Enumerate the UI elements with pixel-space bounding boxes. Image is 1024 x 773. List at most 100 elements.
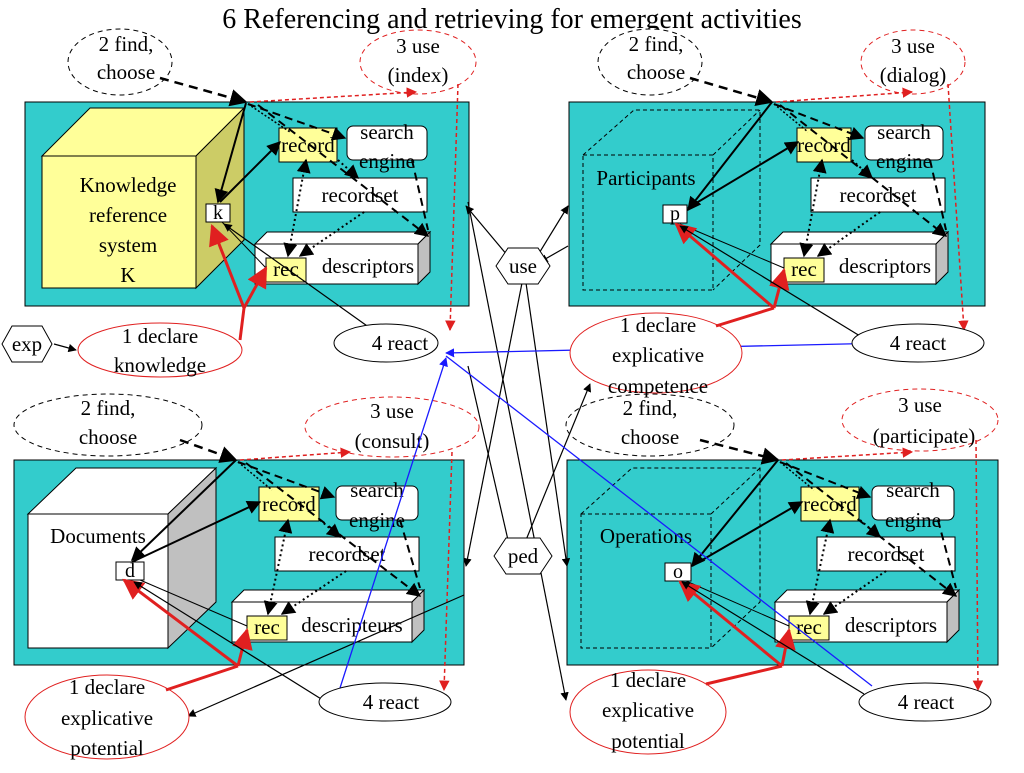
documents-rec-box[interactable]	[246, 615, 288, 641]
knowledge-declare-line-1: 1 declare	[122, 324, 198, 348]
panel-knowledge: Knowledge reference system K k record se…	[24, 101, 470, 309]
knowledge-descriptors-label: descriptors	[322, 254, 414, 278]
knowledge-cube-label-line-2: reference	[89, 203, 167, 227]
operations-use-participate[interactable]: 3 use (participate)	[841, 388, 999, 452]
operations-search-engine-box[interactable]	[871, 485, 955, 521]
documents-search-engine-line-1: search	[350, 478, 404, 502]
documents-use-line-1: 3 use	[370, 399, 414, 423]
knowledge-rec-label: rec	[273, 257, 299, 281]
knowledge-item-key: k	[213, 202, 223, 224]
exp-node[interactable]: exp	[1, 325, 53, 363]
documents-declare-line-2: explicative	[61, 706, 153, 730]
participants-find-line-2: choose	[627, 60, 685, 84]
operations-search-engine-line-1: search	[886, 478, 940, 502]
operations-find-line-1: 2 find,	[623, 396, 678, 420]
participants-find-line-1: 2 find,	[629, 32, 684, 56]
participants-use-dialog[interactable]: 3 use (dialog)	[860, 29, 966, 95]
participants-react[interactable]: 4 react	[851, 323, 985, 363]
knowledge-react[interactable]: 4 react	[333, 323, 439, 363]
knowledge-use-line-2: (index)	[388, 63, 449, 87]
documents-search-engine-box[interactable]	[335, 485, 419, 521]
documents-declare-line-1: 1 declare	[69, 675, 145, 699]
diagram-title: 6 Referencing and retrieving for emergen…	[222, 4, 801, 35]
operations-item-box[interactable]	[664, 562, 692, 582]
knowledge-item-box[interactable]	[205, 203, 231, 223]
operations-declare[interactable]: 1 declare explicative potential	[569, 668, 727, 755]
operations-declare-line-3: potential	[611, 729, 685, 753]
participants-descriptors-label: descriptors	[839, 254, 931, 278]
documents-descripteurs-label: descripteurs	[301, 613, 402, 637]
operations-react-label: 4 react	[898, 690, 955, 714]
documents-use-consult[interactable]: 3 use (consult)	[304, 396, 480, 458]
operations-declare-line-1: 1 declare	[610, 668, 686, 692]
knowledge-find-choose[interactable]: 2 find, choose	[67, 28, 173, 96]
knowledge-recordset-box[interactable]	[292, 177, 428, 213]
panel-participants: Participants p record search engine reco…	[568, 101, 986, 310]
documents-item-key: d	[125, 560, 135, 582]
operations-react[interactable]: 4 react	[858, 682, 992, 722]
operations-use-line-1: 3 use	[898, 393, 942, 417]
participants-find-choose[interactable]: 2 find, choose	[597, 28, 703, 96]
participants-record-box[interactable]	[796, 127, 852, 163]
operations-search-engine-line-2: engine	[885, 508, 941, 532]
documents-rec-label: rec	[254, 615, 280, 639]
documents-declare[interactable]: 1 declare explicative potential	[24, 674, 190, 760]
participants-dashed-cube-icon	[582, 109, 761, 291]
use-node-label: use	[509, 254, 537, 278]
participants-declare-line-1: 1 declare	[620, 313, 696, 337]
knowledge-cube-label-line-3: system	[99, 233, 157, 257]
knowledge-find-line-2: choose	[97, 60, 155, 84]
participants-recordset-box[interactable]	[810, 177, 946, 213]
knowledge-react-label: 4 react	[372, 331, 429, 355]
participants-search-engine-box[interactable]	[864, 125, 944, 161]
knowledge-declare[interactable]: 1 declare knowledge	[77, 322, 243, 378]
knowledge-find-line-1: 2 find,	[99, 32, 154, 56]
documents-find-choose[interactable]: 2 find, choose	[13, 393, 203, 457]
participants-declare[interactable]: 1 declare explicative competence	[569, 312, 743, 398]
documents-find-line-1: 2 find,	[81, 396, 136, 420]
operations-descriptors-label: descriptors	[845, 613, 937, 637]
participants-cube-label: Participants	[596, 166, 695, 190]
knowledge-search-engine-line-2: engine	[359, 149, 415, 173]
knowledge-use-line-1: 3 use	[396, 34, 440, 58]
participants-item-key: p	[670, 203, 680, 225]
knowledge-record-label: record	[281, 133, 335, 157]
participants-declare-line-2: explicative	[612, 343, 704, 367]
use-node[interactable]: use	[495, 247, 551, 285]
operations-dashed-cube-icon	[580, 467, 761, 649]
knowledge-cube-label-line-1: Knowledge	[80, 173, 177, 197]
documents-cube-icon	[26, 466, 218, 650]
knowledge-use-index[interactable]: 3 use (index)	[359, 29, 477, 95]
participants-declare-line-3: competence	[608, 374, 708, 398]
operations-declare-line-2: explicative	[602, 698, 694, 722]
documents-recordset-box[interactable]	[274, 536, 420, 572]
documents-use-line-2: (consult)	[355, 429, 430, 453]
participants-search-engine-line-2: engine	[876, 149, 932, 173]
knowledge-cube-icon	[40, 106, 246, 290]
participants-use-line-2: (dialog)	[880, 63, 946, 87]
documents-react-label: 4 react	[363, 690, 420, 714]
participants-search-engine-line-1: search	[877, 120, 931, 144]
documents-search-engine-line-2: engine	[349, 508, 405, 532]
operations-cube-label: Operations	[600, 524, 692, 548]
knowledge-cube-label-line-4: K	[120, 263, 135, 287]
operations-item-key: o	[673, 561, 683, 583]
knowledge-search-engine-line-1: search	[360, 120, 414, 144]
knowledge-search-engine-box[interactable]	[346, 125, 428, 161]
documents-cube-label: Documents	[50, 524, 146, 548]
ped-node-label: ped	[508, 544, 539, 568]
ped-node[interactable]: ped	[493, 537, 553, 575]
documents-find-line-2: choose	[79, 425, 137, 449]
knowledge-declare-line-2: knowledge	[114, 353, 206, 377]
documents-react[interactable]: 4 react	[318, 682, 452, 722]
participants-record-label: record	[797, 133, 851, 157]
operations-find-line-2: choose	[621, 425, 679, 449]
panel-operations: Operations o record search engine record…	[566, 459, 999, 668]
exp-node-label: exp	[12, 332, 42, 356]
documents-recordset-label: recordset	[309, 542, 386, 566]
participants-react-label: 4 react	[890, 331, 947, 355]
operations-rec-label: rec	[796, 615, 822, 639]
operations-find-choose[interactable]: 2 find, choose	[565, 393, 735, 457]
